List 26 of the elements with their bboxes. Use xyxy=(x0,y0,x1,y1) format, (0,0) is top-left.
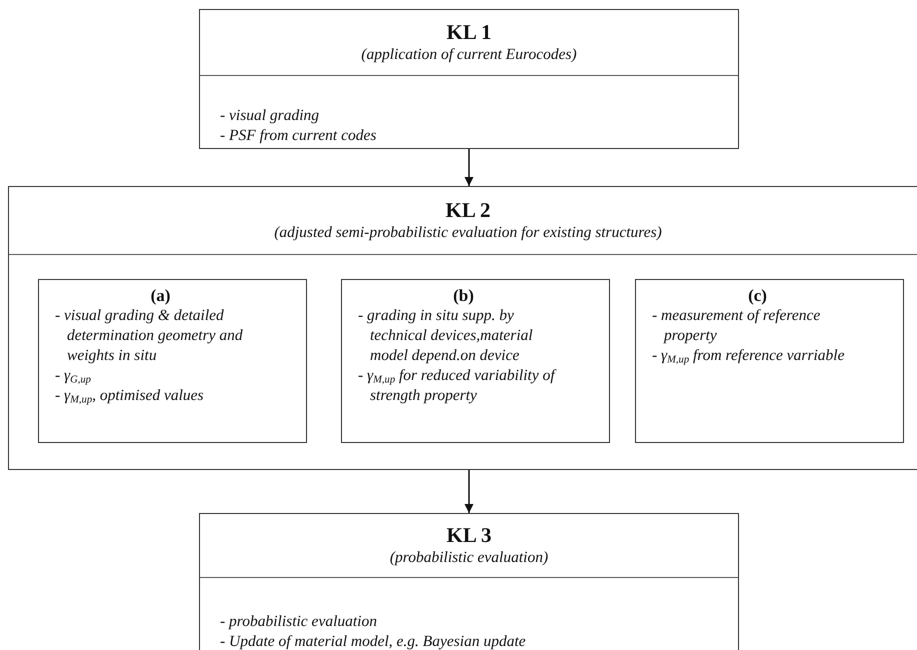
option-box xyxy=(635,279,904,443)
option-heading: (a) xyxy=(150,286,172,306)
bullet-item: - PSF from current codes xyxy=(220,126,378,146)
option-box xyxy=(341,279,610,443)
level-heading: KL 3 xyxy=(446,522,492,548)
arrow xyxy=(464,470,474,513)
level-box xyxy=(8,186,917,470)
bullet-item: - Update of material model, e.g. Bayesian update xyxy=(220,632,527,650)
bullet-item: - visual grading & detailed determination geometry and weights in situ xyxy=(55,306,244,366)
level-heading: KL 1 xyxy=(446,20,492,46)
bullet-item: - γ$_{M,up}$, optimised values xyxy=(55,386,205,406)
bullet-item: - γ$_{M,up}$ for reduced variability of strength property xyxy=(358,366,558,406)
bullet-item: - visual grading xyxy=(220,106,320,126)
level-heading: KL 2 xyxy=(446,198,490,224)
option-box xyxy=(38,279,307,443)
level-box xyxy=(199,513,739,650)
level-subtitle: (probabilistic evaluation) xyxy=(390,548,548,568)
level-subtitle: (adjusted semi-probabilistic evaluation for existing structures) xyxy=(274,223,662,244)
option-heading: (b) xyxy=(452,286,475,306)
bullet-item: - γ$_{G,up}$ xyxy=(55,366,92,386)
arrow xyxy=(464,149,474,186)
level-subtitle: (application of current Eurocodes) xyxy=(361,45,577,66)
bullet-item: - probabilistic evaluation xyxy=(220,612,378,632)
option-heading: (c) xyxy=(747,286,768,306)
level-box xyxy=(199,9,739,149)
bullet-item: - γ$_{M,up}$ from reference varriable xyxy=(652,346,846,366)
